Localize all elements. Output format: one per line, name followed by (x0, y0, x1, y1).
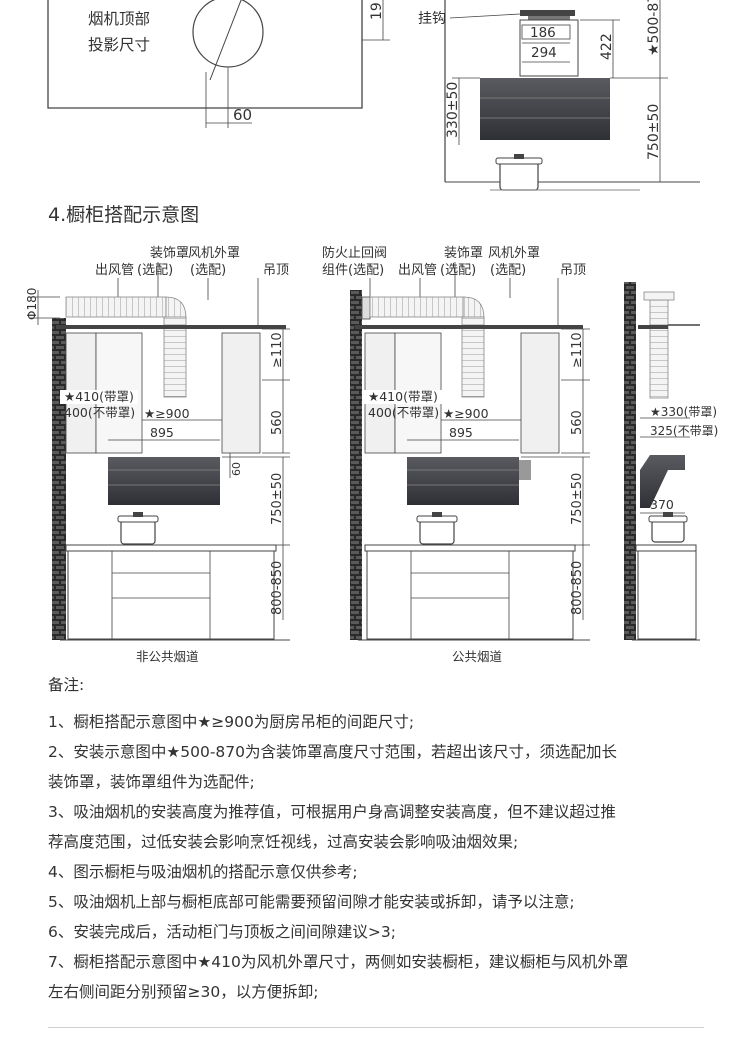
right-caption: 公共烟道 (452, 649, 503, 664)
left-dim-900: ★≥900 (144, 406, 190, 421)
notes-line: 3、吸油烟机的安装高度为推荐值，可根据用户身高调整安装高度，但不建议超过推 (48, 802, 616, 821)
left-label-optional-1: (选配) (137, 263, 173, 278)
notes-line: 左右侧间距分别预留≥30，以方便拆卸; (48, 982, 319, 1001)
notes-line: 装饰罩，装饰罩组件为选配件; (48, 772, 255, 791)
notes-block: 备注: 1、橱柜搭配示意图中★≥900为厨房吊柜的间距尺寸; 2、安装示意图中★… (48, 676, 718, 1007)
right-dim-110: ≥110 (570, 332, 585, 368)
right-range-hood (407, 457, 519, 505)
notes-line: 5、吸油烟机上部与橱柜底部可能需要预留间隙才能安装或拆卸，请予以注意; (48, 892, 575, 911)
notes-line: 6、安装完成后，活动柜门与顶板之间间隙建议>3; (48, 922, 396, 941)
right-dim-900: ★≥900 (443, 406, 489, 421)
right-label-outlet-pipe: 出风管 (398, 263, 437, 278)
top-projection-diagram: 60 烟机顶部 投影尺寸 19 (47, 0, 390, 128)
footer-divider (48, 1027, 704, 1028)
projection-label-2: 投影尺寸 (88, 36, 150, 54)
left-wall (52, 318, 66, 640)
side-wall (624, 282, 636, 640)
side-dim-330: ★330(带罩) (650, 405, 717, 419)
right-dim-410: ★410(带罩) (368, 389, 438, 404)
notes-line: 2、安装示意图中★500-870为含装饰罩高度尺寸范围，若超出该尺寸，须选配加长 (48, 742, 618, 761)
left-dim-895: 895 (150, 425, 174, 440)
right-dim-400: 400(不带罩) (368, 405, 439, 420)
side-dim-370: 370 (650, 497, 674, 512)
right-label-fire-valve-1: 防火止回阀 (322, 245, 387, 261)
notes-line: 1、橱柜搭配示意图中★≥900为厨房吊柜的间距尺寸; (48, 712, 415, 731)
right-label-ceiling: 吊顶 (560, 263, 586, 278)
right-dim-560: 560 (570, 410, 585, 435)
left-label-optional-2: (选配) (190, 263, 226, 278)
left-caption: 非公共烟道 (136, 649, 199, 664)
top-dim-330: 330±50 (445, 82, 461, 138)
top-dim-422: 422 (599, 33, 615, 60)
top-dim-60: 60 (233, 106, 252, 124)
top-dim-500-870: ★500-870 (646, 0, 662, 56)
left-dim-750: 750±50 (270, 473, 285, 525)
projection-label-1: 烟机顶部 (88, 10, 150, 28)
notes-line: 7、橱柜搭配示意图中★410为风机外罩尺寸，两侧如安装橱柜，建议橱柜与风机外罩 (48, 952, 629, 971)
left-dim-400: 400(不带罩) (64, 405, 135, 420)
top-dim-186: 186 (530, 25, 556, 41)
left-dim-410: ★410(带罩) (64, 389, 134, 404)
right-label-decor-cover: 装饰罩 (444, 246, 483, 261)
notes-line: 4、图示橱柜与吸油烟机的搭配示意仅供参考; (48, 862, 358, 881)
top-dim-750: 750±50 (646, 104, 662, 160)
left-label-outlet-pipe: 出风管 (95, 263, 134, 278)
left-label-decor-cover: 装饰罩 (150, 246, 189, 261)
left-dim-phi180: Φ180 (25, 288, 39, 320)
right-label-optional-1: (选配) (440, 263, 476, 278)
side-view-diagram: ★330(带罩) 325(不带罩) 370 (624, 282, 718, 641)
left-dim-110: ≥110 (270, 332, 285, 368)
left-range-hood (108, 457, 220, 505)
left-label-fan-cover: 风机外罩 (188, 246, 240, 261)
top-install-diagram: 挂钩 186 294 422 ★500-870 330±50 750±50 (418, 0, 700, 191)
top-dim-294: 294 (531, 45, 557, 61)
notes-line: 荐高度范围，过低安装会影响烹饪视线，过高安装会影响吸油烟效果; (48, 832, 519, 851)
right-dim-800: 800-850 (570, 561, 585, 615)
left-label-ceiling: 吊顶 (263, 263, 289, 278)
right-label-fire-valve-2: 组件(选配) (322, 263, 384, 278)
right-dim-750: 750±50 (570, 473, 585, 525)
right-label-optional-2: (选配) (490, 263, 526, 278)
left-dim-560: 560 (270, 410, 285, 435)
right-dim-895: 895 (449, 425, 473, 440)
right-wall (350, 290, 362, 640)
side-dim-325: 325(不带罩) (650, 424, 718, 438)
top-dim-19: 19 (369, 2, 385, 20)
side-range-hood (640, 455, 685, 508)
hook-label: 挂钩 (418, 11, 446, 27)
right-label-fan-cover: 风机外罩 (488, 246, 540, 261)
section-title: 4.橱柜搭配示意图 (48, 204, 200, 226)
notes-heading: 备注: (48, 676, 85, 694)
left-dim-60: 60 (230, 462, 243, 476)
left-dim-800: 800-850 (270, 561, 285, 615)
left-cabinet-diagram: 装饰罩 出风管 (选配) 风机外罩 (选配) 吊顶 Φ180 ≥110 ★410… (25, 246, 290, 664)
right-cabinet-diagram: 防火止回阀 组件(选配) 装饰罩 出风管 (选配) 风机外罩 (选配) 吊顶 ≥… (322, 245, 590, 664)
